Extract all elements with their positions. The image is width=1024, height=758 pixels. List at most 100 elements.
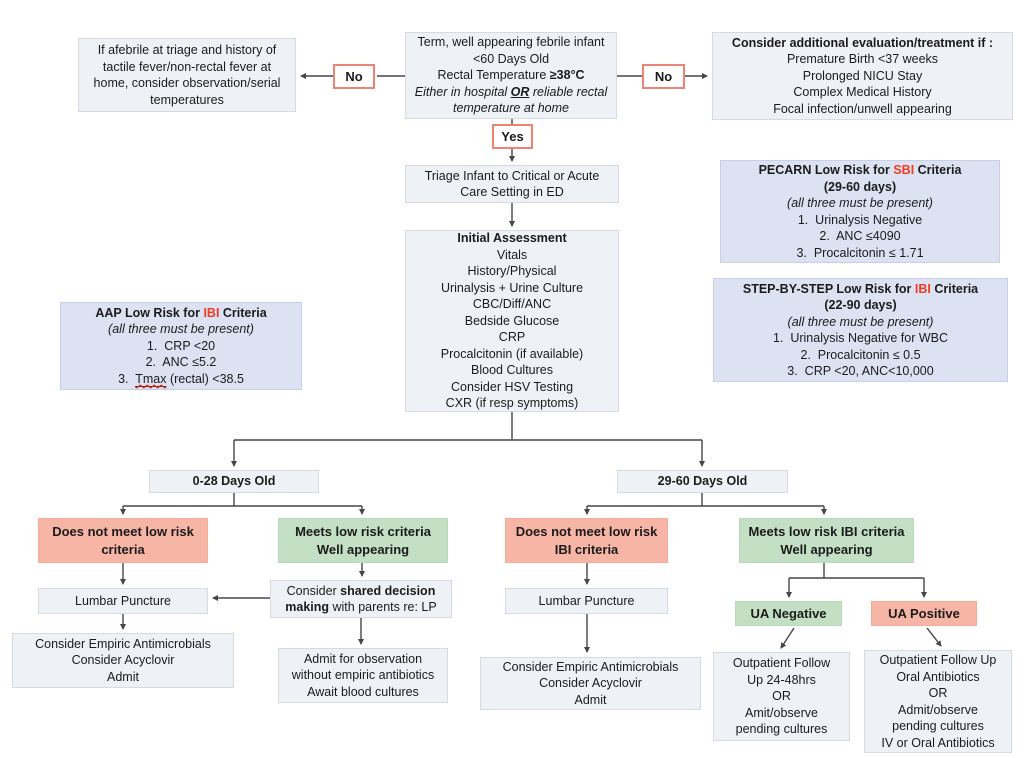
text-line: Outpatient Follow Up — [879, 653, 997, 667]
ua-positive-box: UA Positive — [871, 601, 977, 626]
text-line: IBI criteria — [554, 541, 619, 557]
text-line: Vitals — [496, 247, 528, 262]
text-line: Consider Acyclovir — [539, 676, 642, 691]
text-line: CRP — [498, 330, 526, 345]
text-line: Oral Antibiotics — [896, 669, 980, 684]
text-line: No — [654, 68, 673, 84]
text-line: Admit/observe — [898, 702, 978, 717]
connector-ua-split — [789, 563, 924, 579]
text-line: (all three must be present) — [787, 196, 933, 210]
text-line: (all three must be present) — [108, 322, 254, 337]
text-line: 3. CRP <20, ANC<10,000 — [787, 364, 934, 378]
ua-negative-box: UA Negative — [735, 601, 842, 626]
text-line: (29-60 days) — [823, 179, 897, 194]
text-line: 2. ANC ≤4090 — [819, 229, 901, 243]
text-line: 29-60 Days Old — [657, 474, 748, 489]
text-line: Admit — [107, 669, 139, 684]
text-line: Consider Acyclovir — [71, 653, 175, 668]
text-line: 0-28 Days Old — [192, 474, 276, 489]
text-line: Consider shared decision — [286, 583, 436, 598]
step-by-step-criteria-box: STEP-BY-STEP Low Risk for IBI Criteria (2… — [713, 278, 1008, 382]
text-line: Urinalysis + Urine Culture — [440, 280, 584, 295]
text-line: Either in hospital OR reliable rectal — [414, 84, 608, 99]
text-line: History/Physical — [467, 264, 557, 279]
text-line: STEP-BY-STEP Low Risk for IBI Criteria — [742, 281, 979, 296]
text-line: Await blood cultures — [307, 684, 419, 699]
connector-0-28-split — [123, 493, 362, 507]
text-line: 2. ANC ≤5.2 — [145, 355, 217, 370]
text-line: Complex Medical History — [793, 85, 932, 100]
no-label-right: No — [642, 64, 685, 89]
text-line: Term, well appearing febrile infant — [417, 35, 605, 50]
pecarn-criteria-box: PECARN Low Risk for SBI Criteria (29-60 d… — [720, 160, 1000, 263]
text-line: Well appearing — [780, 541, 873, 557]
text-line: CBC/Diff/ANC — [472, 297, 552, 312]
text-line: UA Positive — [888, 605, 960, 621]
text-line: 1. Urinalysis Negative for WBC — [772, 331, 949, 345]
text-line: No — [345, 68, 363, 84]
text-line: Admit — [574, 692, 607, 707]
text-line: If afebrile at triage and history of — [97, 43, 277, 57]
text-line: Triage Infant to Critical or Acute — [424, 168, 600, 183]
connector-29-60-split — [587, 493, 824, 507]
text-line: Consider HSV Testing — [450, 379, 574, 394]
text-line: Consider Empiric Antimicrobials — [35, 636, 211, 651]
text-line: UA Negative — [750, 605, 827, 621]
text-line: 2. Procalcitonin ≤ 0.5 — [800, 347, 921, 362]
text-line: Well appearing — [316, 541, 410, 557]
shared-decision-box: Consider shared decision making with pare… — [270, 580, 452, 618]
febrile-infant-root-box: Term, well appearing febrile infant<60 D… — [405, 32, 617, 119]
text-line: Consider Empiric Antimicrobials — [502, 659, 679, 674]
yes-label: Yes — [492, 124, 533, 149]
text-line: <60 Days Old — [472, 51, 550, 66]
lumbar-puncture-left-box: Lumbar Puncture — [38, 588, 208, 614]
text-line: without empiric antibiotics — [291, 668, 435, 683]
no-label-left: No — [333, 64, 375, 89]
text-line: OR — [772, 689, 791, 704]
text-line: 3. Procalcitonin ≤ 1.71 — [796, 245, 924, 260]
text-line: Meets low risk IBI criteria — [748, 524, 905, 540]
text-line: temperature at home — [452, 101, 570, 116]
text-line: Amit/observe — [745, 705, 818, 720]
additional-evaluation-box: Consider additional evaluation/treatment… — [712, 32, 1013, 120]
text-line: Procalcitonin (if available) — [440, 346, 584, 361]
age-29-60-box: 29-60 Days Old — [617, 470, 788, 493]
text-line: temperatures — [150, 92, 224, 107]
text-line: Yes — [501, 128, 524, 144]
text-line: Care Setting in ED — [460, 185, 564, 199]
age-0-28-box: 0-28 Days Old — [149, 470, 319, 493]
text-line: Focal infection/unwell appearing — [773, 101, 952, 116]
text-line: (22-90 days) — [824, 298, 897, 312]
lumbar-puncture-right-box: Lumbar Puncture — [505, 588, 668, 614]
text-line: criteria — [101, 541, 145, 557]
text-line: Lumbar Puncture — [538, 593, 635, 608]
text-line: Blood Cultures — [471, 363, 553, 378]
text-line: OR — [928, 686, 948, 700]
text-line: making with parents re: LP — [285, 600, 437, 614]
arrow-ua-neg-to-outcome — [780, 627, 795, 649]
text-line: AAP Low Risk for IBI Criteria — [95, 305, 267, 320]
connector-age-split — [234, 412, 702, 441]
text-line: Does not meet low risk — [52, 524, 194, 540]
text-line: Initial Assessment — [457, 231, 567, 246]
text-line: (all three must be present) — [787, 314, 934, 329]
text-line: Rectal Temperature ≥38°C — [437, 68, 585, 83]
text-line: PECARN Low Risk for SBI Criteria — [758, 163, 962, 177]
text-line: Does not meet low risk — [515, 524, 658, 540]
text-line: 1. CRP <20 — [146, 338, 216, 353]
text-line: Premature Birth <37 weeks — [786, 52, 939, 67]
text-line: Meets low risk criteria — [295, 524, 431, 540]
text-line: 3. Tmax (rectal) <38.5 — [118, 371, 244, 387]
text-line: Consider additional evaluation/treatment… — [731, 35, 994, 50]
text-line: pending cultures — [892, 719, 984, 733]
